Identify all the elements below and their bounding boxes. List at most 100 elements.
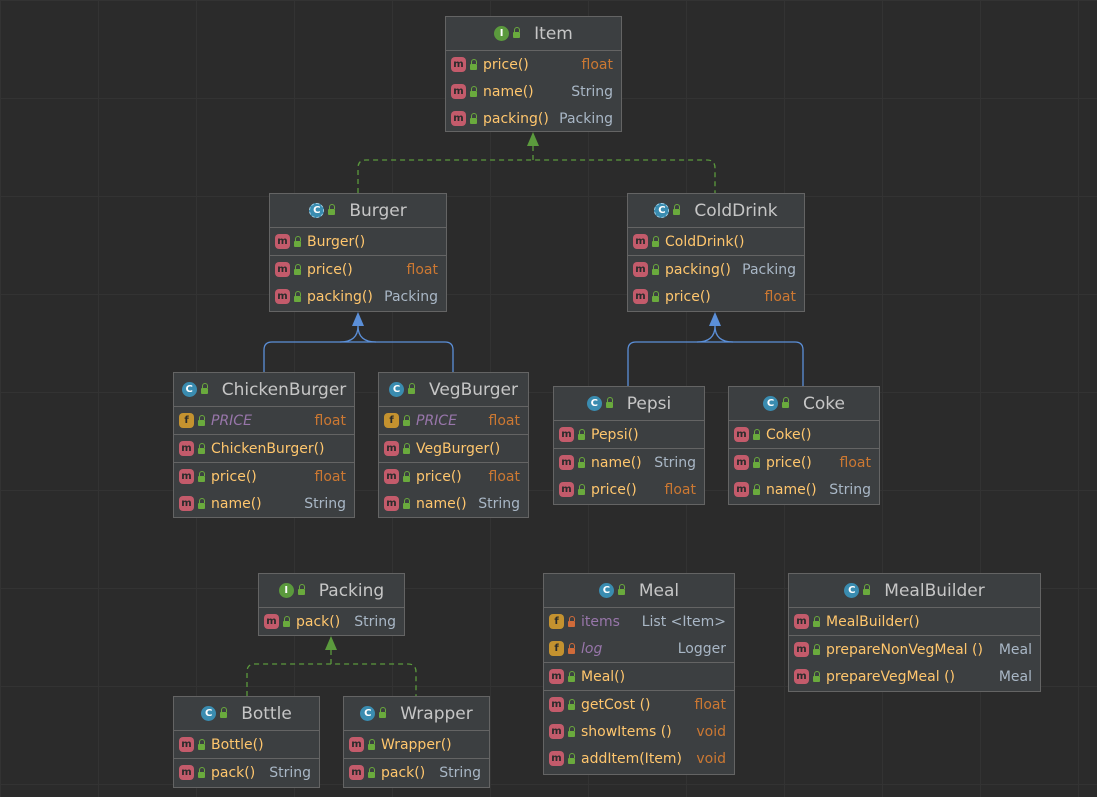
coke-class-box[interactable]: C Coke m Coke() m price() float m name()… (728, 386, 880, 505)
return-type: float (839, 454, 871, 471)
return-type: Packing (384, 288, 438, 305)
chickenburger-constructor[interactable]: m ChickenBurger() (174, 434, 354, 462)
field-type: float (314, 412, 346, 429)
public-lock-icon (568, 752, 575, 764)
class-icon: C (844, 583, 860, 598)
abstract-class-icon: C (654, 203, 670, 218)
class-icon: C (598, 583, 614, 598)
colddrink-header: C ColdDrink (628, 194, 804, 228)
method-icon: m (179, 469, 194, 484)
mealbuilder-constructor[interactable]: m MealBuilder() (789, 608, 1040, 635)
public-lock-icon (813, 670, 820, 682)
meal-constructor[interactable]: m Meal() (544, 662, 734, 690)
class-icon: C (763, 396, 779, 411)
item-header: I Item (446, 17, 621, 51)
pepsi-method-name[interactable]: m name() String (554, 448, 704, 476)
burger-method-packing[interactable]: m packing() Packing (270, 283, 446, 310)
colddrink-method-price[interactable]: m price() float (628, 283, 804, 310)
method-icon: m (275, 234, 290, 249)
burger-class-box[interactable]: C Burger m Burger() m price() float m pa… (269, 193, 447, 312)
colddrink-constructor[interactable]: m ColdDrink() (628, 228, 804, 255)
class-icon: C (201, 706, 217, 721)
mealbuilder-method-preparenonvegmeal[interactable]: m prepareNonVegMeal () Meal (789, 635, 1040, 663)
return-type: float (406, 261, 438, 278)
item-interface-box[interactable]: I Item m price() float m name() String m… (445, 16, 622, 132)
meal-field-items[interactable]: f items List <Item> (544, 608, 734, 635)
meal-class-box[interactable]: C Meal f items List <Item> f log Logger … (543, 573, 735, 775)
return-type: float (694, 696, 726, 713)
return-type: Meal (998, 668, 1032, 685)
method-icon: m (734, 482, 749, 497)
bottle-class-box[interactable]: C Bottle m Bottle() m pack() String (173, 696, 320, 788)
method-name: packing() (665, 261, 731, 278)
meal-header: C Meal (544, 574, 734, 608)
vegburger-method-price[interactable]: m price() float (379, 462, 528, 490)
constructor-name: Burger() (307, 233, 366, 250)
coke-constructor[interactable]: m Coke() (729, 421, 879, 448)
method-icon: m (451, 111, 466, 126)
public-lock-icon (568, 725, 575, 737)
method-icon: m (179, 496, 194, 511)
packing-title: Packing (318, 580, 385, 601)
method-icon: m (264, 614, 279, 629)
field-icon: f (384, 413, 399, 428)
coke-method-price[interactable]: m price() float (729, 448, 879, 476)
chickenburger-method-price[interactable]: m price() float (174, 462, 354, 490)
mealbuilder-method-preparevegmeal[interactable]: m prepareVegMeal () Meal (789, 663, 1040, 690)
chickenburger-field-price[interactable]: f PRICE float (174, 407, 354, 434)
vegburger-constructor[interactable]: m VegBurger() (379, 434, 528, 462)
item-method-price[interactable]: m price() float (446, 51, 621, 78)
wrapper-method-pack[interactable]: m pack() String (344, 758, 489, 786)
meal-field-log[interactable]: f log Logger (544, 635, 734, 662)
method-icon: m (384, 496, 399, 511)
mealbuilder-class-box[interactable]: C MealBuilder m MealBuilder() m prepareN… (788, 573, 1041, 692)
method-name: packing() (483, 110, 549, 127)
wrapper-constructor[interactable]: m Wrapper() (344, 731, 489, 758)
coke-method-name[interactable]: m name() String (729, 476, 879, 503)
pepsi-method-price[interactable]: m price() float (554, 476, 704, 503)
wrapper-class-box[interactable]: C Wrapper m Wrapper() m pack() String (343, 696, 490, 788)
public-lock-icon (283, 615, 290, 627)
colddrink-class-box[interactable]: C ColdDrink m ColdDrink() m packing() Pa… (627, 193, 805, 312)
meal-title: Meal (638, 580, 680, 601)
public-lock-icon (753, 456, 760, 468)
public-lock-icon (813, 615, 820, 627)
public-lock-icon (198, 442, 205, 454)
vegburger-class-box[interactable]: C VegBurger f PRICE float m VegBurger() … (378, 372, 529, 518)
vegburger-field-price[interactable]: f PRICE float (379, 407, 528, 434)
chickenburger-class-box[interactable]: C ChickenBurger f PRICE float m ChickenB… (173, 372, 355, 518)
method-icon: m (549, 724, 564, 739)
method-icon: m (734, 427, 749, 442)
constructor-name: Coke() (766, 426, 812, 443)
method-name: price() (665, 288, 711, 305)
meal-method-additem[interactable]: m addItem(Item) void (544, 745, 734, 772)
colddrink-method-packing[interactable]: m packing() Packing (628, 255, 804, 283)
method-icon: m (559, 482, 574, 497)
item-title: Item (534, 23, 573, 44)
return-type: Packing (559, 110, 613, 127)
meal-method-getcost[interactable]: m getCost () float (544, 690, 734, 718)
item-method-name[interactable]: m name() String (446, 78, 621, 105)
constructor-name: Bottle() (211, 736, 264, 753)
burger-implements-item-line (357, 159, 716, 193)
pepsi-constructor[interactable]: m Pepsi() (554, 421, 704, 448)
pepsi-class-box[interactable]: C Pepsi m Pepsi() m name() String m pric… (553, 386, 705, 505)
method-name: name() (766, 481, 817, 498)
public-lock-icon (652, 235, 659, 247)
return-type: void (696, 750, 726, 767)
burger-method-price[interactable]: m price() float (270, 255, 446, 283)
bottle-constructor[interactable]: m Bottle() (174, 731, 319, 758)
method-name: pack() (381, 764, 426, 781)
bottle-method-pack[interactable]: m pack() String (174, 758, 319, 786)
method-name: prepareVegMeal () (826, 668, 956, 685)
return-type: float (314, 468, 346, 485)
meal-method-showitems[interactable]: m showItems () void (544, 718, 734, 745)
chickenburger-method-name[interactable]: m name() String (174, 490, 354, 517)
coke-header: C Coke (729, 387, 879, 421)
method-name: price() (211, 468, 257, 485)
vegburger-method-name[interactable]: m name() String (379, 490, 528, 517)
packing-interface-box[interactable]: I Packing m pack() String (258, 573, 405, 636)
item-method-packing[interactable]: m packing() Packing (446, 105, 621, 132)
packing-method-pack[interactable]: m pack() String (259, 608, 404, 635)
burger-constructor[interactable]: m Burger() (270, 228, 446, 255)
